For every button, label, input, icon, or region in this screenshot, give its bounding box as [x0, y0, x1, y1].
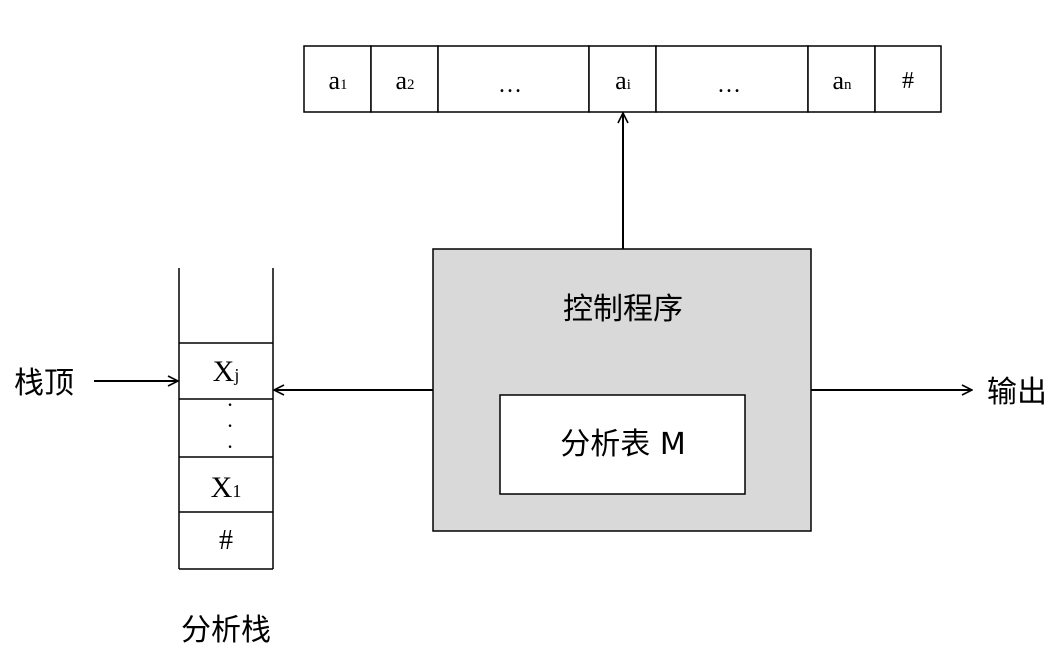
stack-ellipsis-dot: · — [226, 434, 233, 459]
tape-cell — [370, 45, 439, 113]
tape-end-marker: # — [902, 68, 914, 94]
tape-cell — [437, 45, 590, 113]
analysis-stack: Xj · · · X1 # 分析栈 — [178, 268, 274, 648]
parse-table-label: 分析表 M — [560, 427, 685, 462]
tape-cell — [807, 45, 876, 113]
stack-item-xj: Xj — [213, 355, 240, 388]
stack-item-subscript: 1 — [232, 481, 241, 501]
tape-ellipsis: … — [498, 72, 528, 98]
parse-table-box — [499, 394, 746, 495]
tape-symbol-base: a — [832, 66, 844, 95]
control-program-title: 控制程序 — [563, 292, 683, 327]
tape-symbol-base: … — [498, 72, 528, 98]
stack-item-base: X — [213, 355, 235, 388]
input-tape: a1 a2 … ai … an # — [303, 45, 942, 113]
tape-symbol-base: # — [902, 68, 914, 94]
tape-symbol-an: an — [832, 66, 852, 95]
control-program: 控制程序 分析表 M — [432, 248, 812, 532]
tape-symbol-a1: a1 — [328, 66, 347, 95]
tape-symbol-base: … — [717, 72, 747, 98]
tape-symbol-subscript: 2 — [407, 77, 415, 93]
stack-top-label: 栈顶 — [14, 366, 74, 401]
stack-ellipsis-dot: · — [226, 392, 233, 417]
tape-symbol-ai: ai — [615, 66, 631, 95]
tape-symbol-a2: a2 — [395, 66, 414, 95]
stack-caption: 分析栈 — [181, 613, 271, 648]
tape-ellipsis: … — [717, 72, 747, 98]
stack-item-subscript: j — [233, 365, 239, 385]
tape-symbol-subscript: n — [844, 77, 852, 93]
tape-symbol-base: a — [615, 66, 627, 95]
tape-symbol-subscript: i — [627, 77, 631, 93]
tape-symbol-subscript: 1 — [340, 77, 348, 93]
stack-item-x1: X1 — [211, 471, 242, 504]
tape-cell — [303, 45, 372, 113]
output-label: 输出 — [987, 375, 1047, 410]
tape-cell — [655, 45, 809, 113]
stack-bottom-marker: # — [219, 525, 233, 556]
tape-cell — [874, 45, 942, 113]
stack-item-base: X — [211, 471, 233, 504]
tape-symbol-base: a — [395, 66, 407, 95]
stack-ellipsis-dot: · — [226, 413, 233, 438]
tape-symbol-base: a — [328, 66, 340, 95]
